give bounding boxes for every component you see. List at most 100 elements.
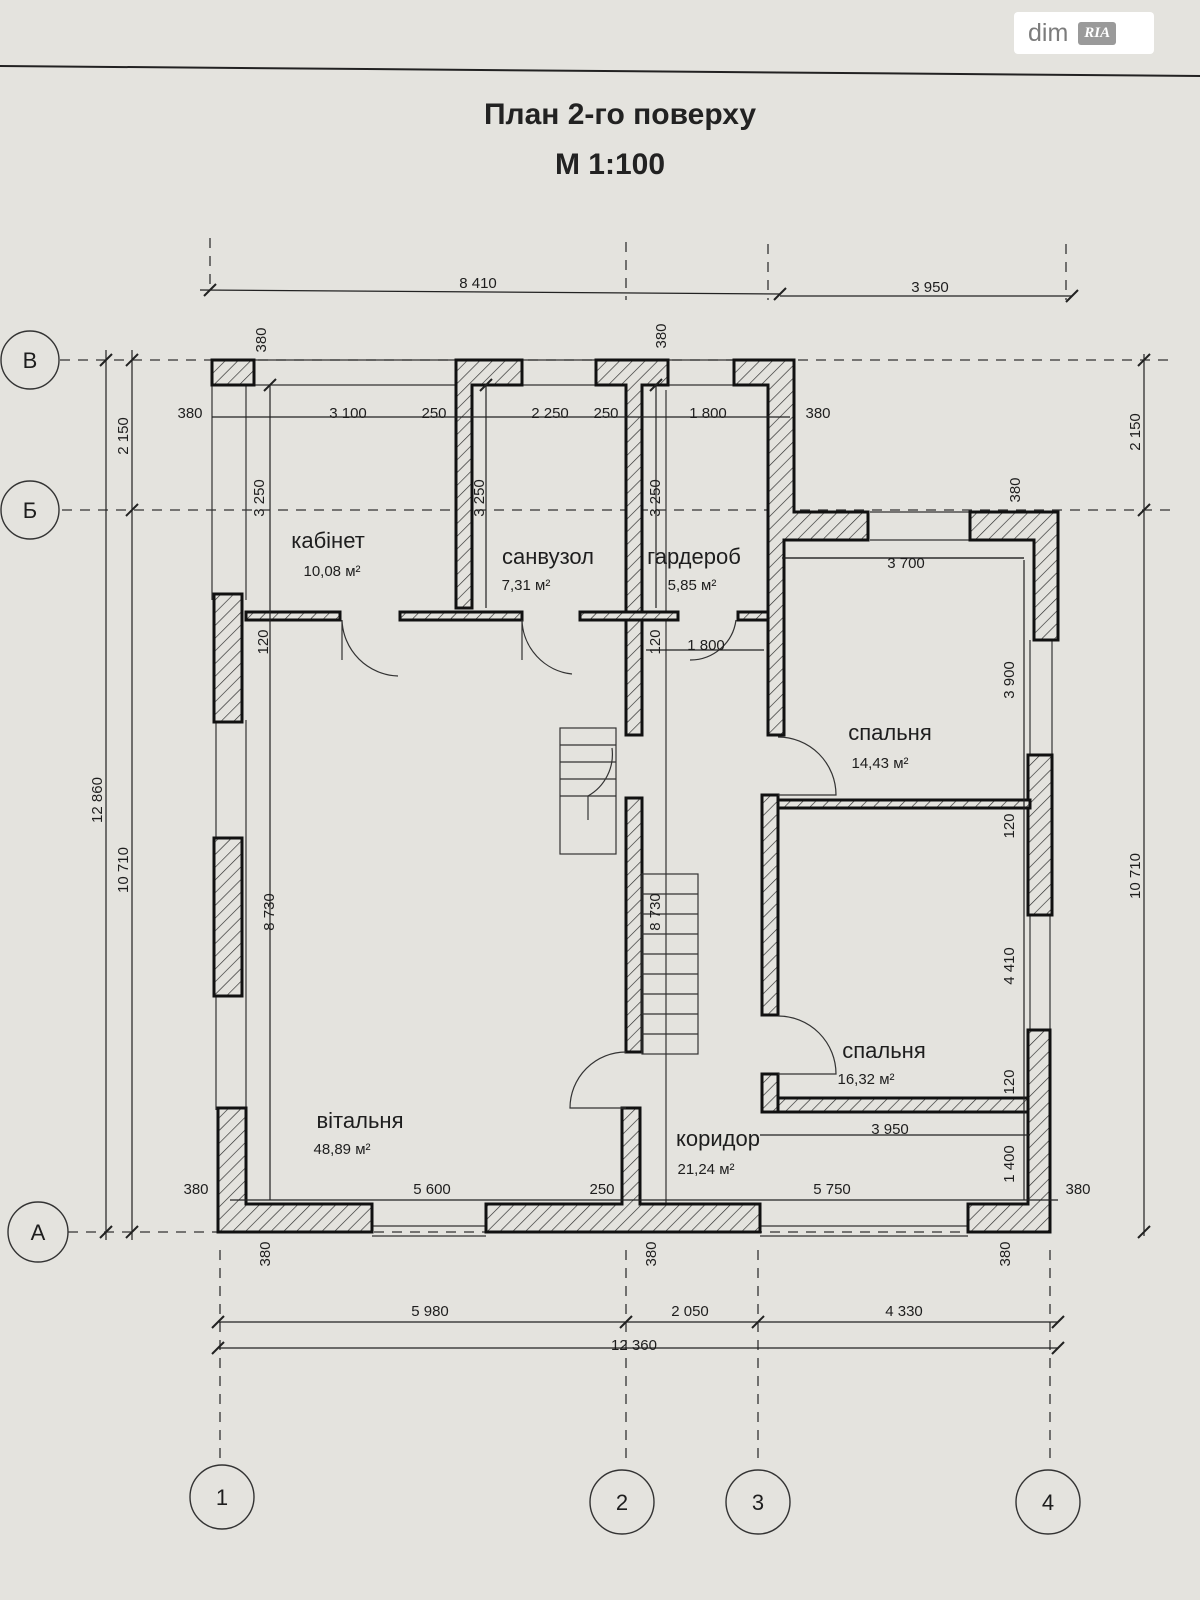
dim-3700: 3 700 bbox=[887, 555, 925, 572]
dim-380-top-c: 380 bbox=[1007, 477, 1024, 502]
axis-label-4: 4 bbox=[1042, 1490, 1054, 1515]
axis-bubble-v bbox=[0, 330, 60, 390]
dimension-ticks bbox=[99, 283, 1151, 1355]
door-sanvuzol bbox=[521, 619, 573, 675]
door-garderob bbox=[689, 619, 737, 661]
room-vitalnia-area: 48,89 м² bbox=[313, 1141, 370, 1158]
axis-bubble-1 bbox=[189, 1464, 255, 1530]
dim-3950-spalnia: 3 950 bbox=[871, 1121, 909, 1138]
dim-row1-250a: 250 bbox=[421, 405, 446, 422]
wall-segment bbox=[1026, 753, 1054, 917]
wall-segment bbox=[594, 358, 670, 737]
wall-segment bbox=[216, 1106, 374, 1234]
wall-segment bbox=[968, 510, 1060, 642]
dim-380-below-left: 380 bbox=[257, 1241, 274, 1266]
room-kabinet-area: 10,08 м² bbox=[303, 563, 360, 580]
dim-4410: 4 410 bbox=[1001, 947, 1018, 985]
door-vitalnia bbox=[569, 1051, 627, 1109]
dim-380-top-b: 380 bbox=[653, 323, 670, 348]
wall-segment bbox=[578, 610, 680, 622]
wall-segment bbox=[624, 796, 644, 1054]
dim-row1-3100: 3 100 bbox=[329, 405, 367, 422]
room-korydor-area: 21,24 м² bbox=[677, 1161, 734, 1178]
dim-3250-c: 3 250 bbox=[647, 479, 664, 517]
wall-segment bbox=[212, 592, 244, 724]
room-spalnia-1-name: спальня bbox=[848, 720, 932, 745]
dim-380-top-a: 380 bbox=[253, 327, 270, 352]
wall-segment bbox=[732, 358, 870, 737]
dim-380-below-right: 380 bbox=[997, 1241, 1014, 1266]
dim-bottom-380-left: 380 bbox=[183, 1181, 208, 1198]
room-kabinet-name: кабінет bbox=[291, 528, 365, 553]
wall-segment bbox=[244, 610, 342, 622]
wall-segment bbox=[454, 358, 524, 610]
dim-5750: 5 750 bbox=[813, 1181, 851, 1198]
room-spalnia-2-name: спальня bbox=[842, 1038, 926, 1063]
door-spalnia-1 bbox=[777, 736, 837, 796]
door-kabinet bbox=[341, 619, 399, 677]
dim-5600: 5 600 bbox=[413, 1181, 451, 1198]
dim-bottom-250: 250 bbox=[589, 1181, 614, 1198]
watermark-badge: RIA bbox=[1078, 21, 1117, 45]
dim-120-spalnia-a: 120 bbox=[1001, 813, 1018, 838]
room-spalnia-1-area: 14,43 м² bbox=[851, 755, 908, 772]
dimria-watermark: dim RIA bbox=[1014, 12, 1154, 54]
wall-segment bbox=[736, 610, 770, 622]
axis-label-a: А bbox=[31, 1220, 46, 1245]
dim-120-spalnia-b: 120 bbox=[1001, 1069, 1018, 1094]
room-spalnia-2-area: 16,32 м² bbox=[837, 1071, 894, 1088]
dim-row1-2250: 2 250 bbox=[531, 405, 569, 422]
axis-label-b: Б bbox=[23, 498, 37, 523]
dim-3950-top: 3 950 bbox=[911, 279, 949, 296]
doors bbox=[341, 619, 837, 1109]
room-korydor-name: коридор bbox=[676, 1126, 760, 1151]
dimension-lines bbox=[105, 289, 1145, 1349]
sheet-border-line bbox=[0, 65, 1200, 77]
dim-bottom-380-right: 380 bbox=[1065, 1181, 1090, 1198]
axis-bubble-b bbox=[0, 480, 60, 540]
axis-bubble-3 bbox=[725, 1469, 791, 1535]
dim-120-garderob: 120 bbox=[647, 629, 664, 654]
plan-title: План 2-го поверху bbox=[483, 98, 757, 131]
wall-segment bbox=[212, 836, 244, 998]
room-garderob-area: 5,85 м² bbox=[668, 577, 717, 594]
dim-380-below-center: 380 bbox=[643, 1241, 660, 1266]
dim-left-2150: 2 150 bbox=[115, 417, 132, 455]
dim-4330: 4 330 bbox=[885, 1303, 923, 1320]
dim-row1-380: 380 bbox=[177, 405, 202, 422]
axis-bubble-2 bbox=[589, 1469, 655, 1535]
room-vitalnia-name: вітальня bbox=[316, 1108, 403, 1133]
axis-label-1: 1 bbox=[216, 1485, 228, 1510]
dim-left-12860: 12 860 bbox=[89, 777, 106, 823]
wall-segment bbox=[484, 1106, 762, 1234]
wall-segment bbox=[760, 793, 780, 1017]
wall-segment bbox=[760, 1072, 780, 1114]
dim-row1-250b: 250 bbox=[593, 405, 618, 422]
dim-120-kabinet: 120 bbox=[255, 629, 272, 654]
dim-8730-center: 8 730 bbox=[647, 893, 664, 931]
wall-segment bbox=[966, 1028, 1052, 1234]
dim-3900: 3 900 bbox=[1001, 661, 1018, 699]
watermark-brand: dim bbox=[1028, 18, 1069, 47]
axis-bubble-a bbox=[7, 1201, 69, 1263]
axis-label-2: 2 bbox=[616, 1490, 628, 1515]
axis-label-v: В bbox=[23, 348, 38, 373]
dim-row1-1800: 1 800 bbox=[689, 405, 727, 422]
axis-bubble-4 bbox=[1015, 1469, 1081, 1535]
dim-right-2150: 2 150 bbox=[1127, 413, 1144, 451]
wall-segment bbox=[210, 358, 256, 387]
dim-5980: 5 980 bbox=[411, 1303, 449, 1320]
dim-8730-left: 8 730 bbox=[261, 893, 278, 931]
room-sanvuzol-name: санвузол bbox=[502, 544, 594, 569]
wall-segment bbox=[398, 610, 524, 622]
dim-left-10710: 10 710 bbox=[115, 847, 132, 893]
dim-3250-a: 3 250 bbox=[251, 479, 268, 517]
dim-1400: 1 400 bbox=[1001, 1145, 1018, 1183]
dim-12360: 12 360 bbox=[611, 1337, 657, 1354]
door-spalnia-2 bbox=[777, 1015, 837, 1075]
axis-label-3: 3 bbox=[752, 1490, 764, 1515]
walls bbox=[210, 358, 1060, 1234]
room-garderob-name: гардероб bbox=[647, 544, 741, 569]
